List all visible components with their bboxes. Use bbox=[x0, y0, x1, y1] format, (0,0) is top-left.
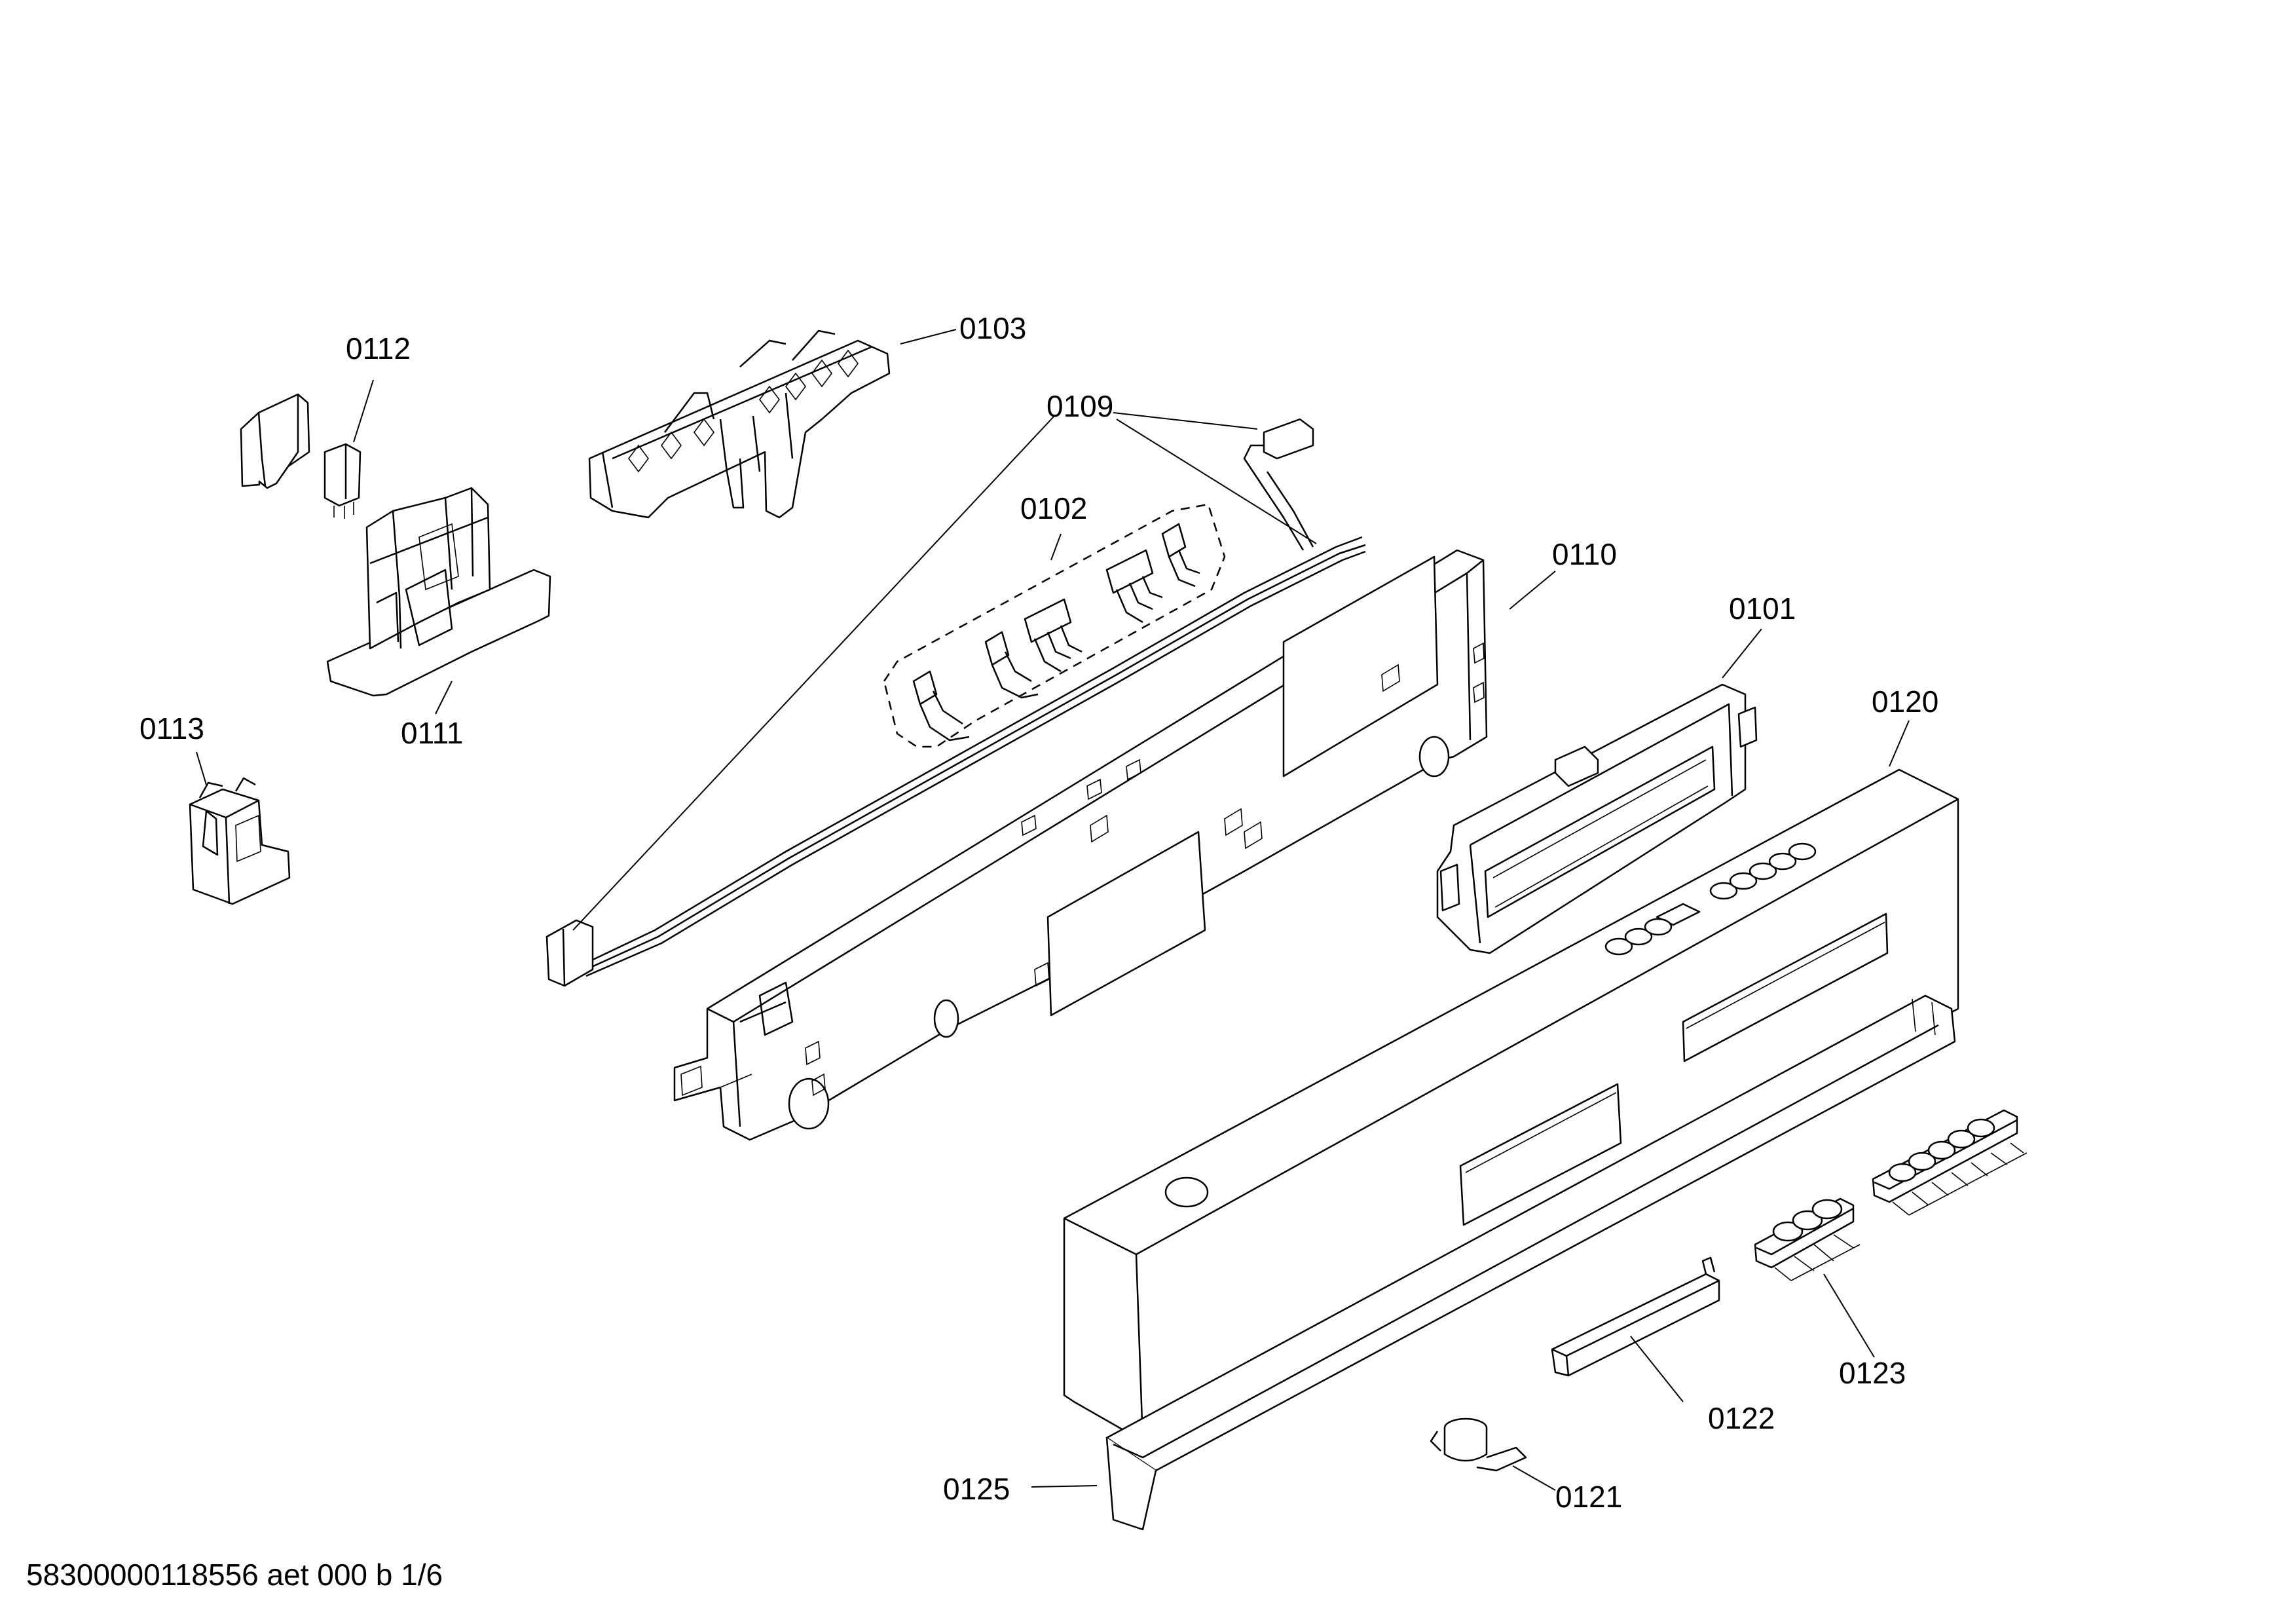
callout-0121: 0121 bbox=[1555, 1480, 1622, 1514]
part-0112-cover-and-relay[interactable] bbox=[240, 393, 361, 519]
callout-0109: 0109 bbox=[1046, 389, 1113, 423]
callout-0120: 0120 bbox=[1872, 685, 1938, 719]
callout-0101: 0101 bbox=[1729, 591, 1796, 626]
callout-0102: 0102 bbox=[1020, 491, 1087, 525]
callout-0123: 0123 bbox=[1839, 1356, 1906, 1390]
callout-0110: 0110 bbox=[1552, 537, 1617, 571]
drawing-reference-code: 58300000118556 aet 000 b 1/6 bbox=[26, 1558, 443, 1592]
part-0110-control-panel-frame[interactable] bbox=[673, 549, 1488, 1141]
callout-0103: 0103 bbox=[959, 311, 1026, 345]
part-0120-panel-fascia[interactable] bbox=[1063, 768, 1959, 1442]
part-0103-pcb-module[interactable] bbox=[588, 329, 891, 519]
part-0111-bracket-frame[interactable] bbox=[326, 487, 551, 697]
part-0113-terminal-block[interactable] bbox=[189, 777, 291, 905]
part-0125-rear-strip[interactable] bbox=[1105, 994, 1956, 1531]
callout-0112: 0112 bbox=[346, 331, 411, 366]
callout-labels: 0112 0103 0109 0102 0110 0101 0113 0111 … bbox=[139, 311, 1938, 1514]
leader-lines bbox=[196, 329, 1910, 1491]
callout-0125: 0125 bbox=[943, 1472, 1010, 1506]
callout-0122: 0122 bbox=[1708, 1401, 1775, 1435]
part-0101-display-module[interactable] bbox=[1436, 683, 1758, 954]
part-0121-knob-clip[interactable] bbox=[1430, 1417, 1527, 1472]
part-0123-key-buttons[interactable] bbox=[1754, 1109, 2028, 1281]
part-0122-bar[interactable] bbox=[1551, 1256, 1720, 1377]
callout-0111: 0111 bbox=[401, 716, 464, 750]
part-0109-wiring-harness[interactable] bbox=[546, 418, 1366, 987]
part-0102-connector-group[interactable] bbox=[883, 503, 1226, 748]
callout-0113: 0113 bbox=[139, 711, 204, 745]
